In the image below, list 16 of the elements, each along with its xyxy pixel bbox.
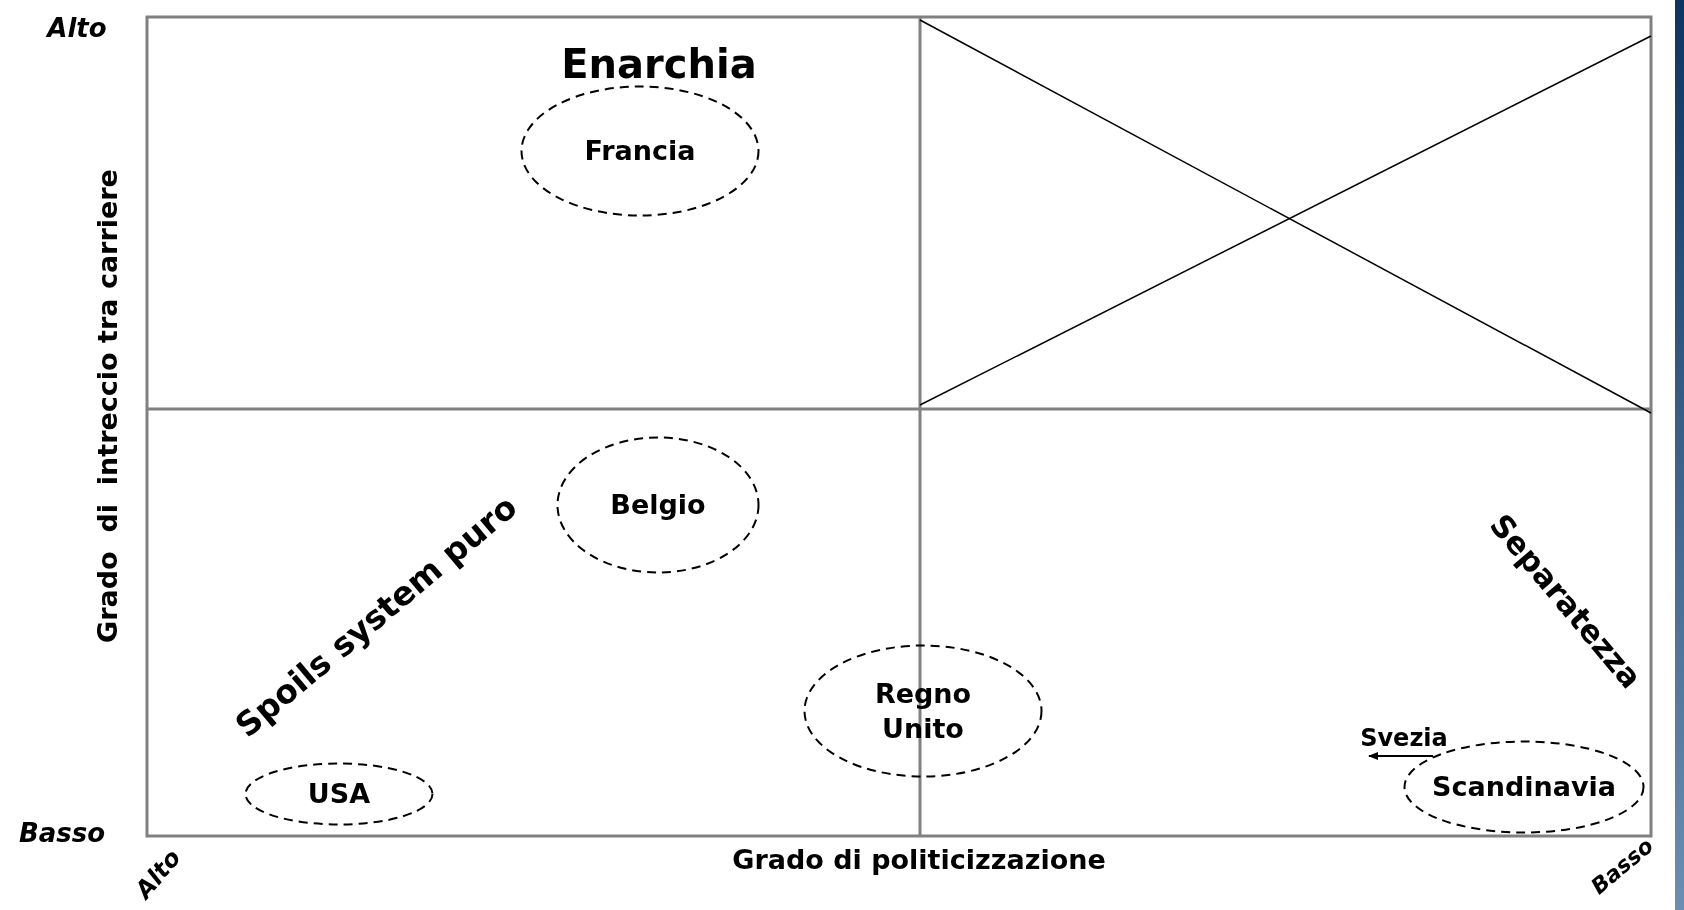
country-label: USA: [307, 777, 371, 812]
country-label: Scandinavia: [1432, 770, 1616, 805]
dashed-ellipse: [556, 436, 760, 574]
dashed-ellipse: [803, 644, 1043, 778]
country-label: Francia: [584, 134, 696, 169]
arrow: [1368, 752, 1435, 760]
axis-label: Basso: [18, 818, 106, 848]
dashed-ellipse: [520, 85, 760, 217]
axis-label: Grado di intreccio tra carriere: [91, 169, 123, 643]
country-label: Belgio: [610, 488, 706, 523]
axis-label: Grado di politicizzazione: [732, 843, 1106, 875]
country-label: Svezia: [1360, 723, 1448, 755]
axis-label: Enarchia: [561, 41, 757, 87]
country-label: Regno Unito: [873, 676, 973, 746]
dashed-ellipse: [244, 762, 434, 826]
axis-label: Alto: [47, 13, 107, 43]
